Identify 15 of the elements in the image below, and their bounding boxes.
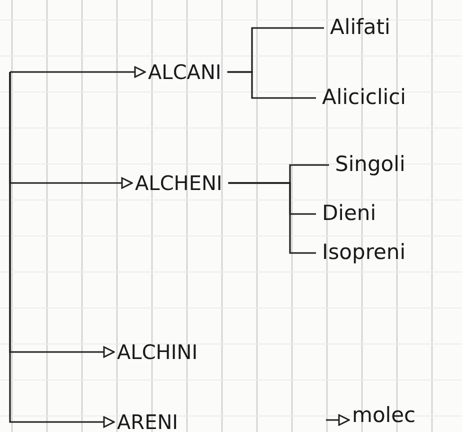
class-label: ALCHENI [135,172,222,194]
class-label: Isopreni [322,241,406,265]
arrow [9,66,146,78]
arrow [326,414,350,426]
class-label: Singoli [335,153,406,177]
bracket-line [228,182,316,254]
class-label: ALCHINI [117,341,198,363]
class-label: molec [352,404,416,428]
class-label: ALCANI [148,61,222,83]
arrow [9,72,115,428]
class-label: Dieni [322,202,376,226]
class-label: ARENI [117,411,178,432]
class-label: Alifati [330,16,390,40]
class-label: Aliciclici [322,86,406,110]
bracket-line [227,71,316,99]
